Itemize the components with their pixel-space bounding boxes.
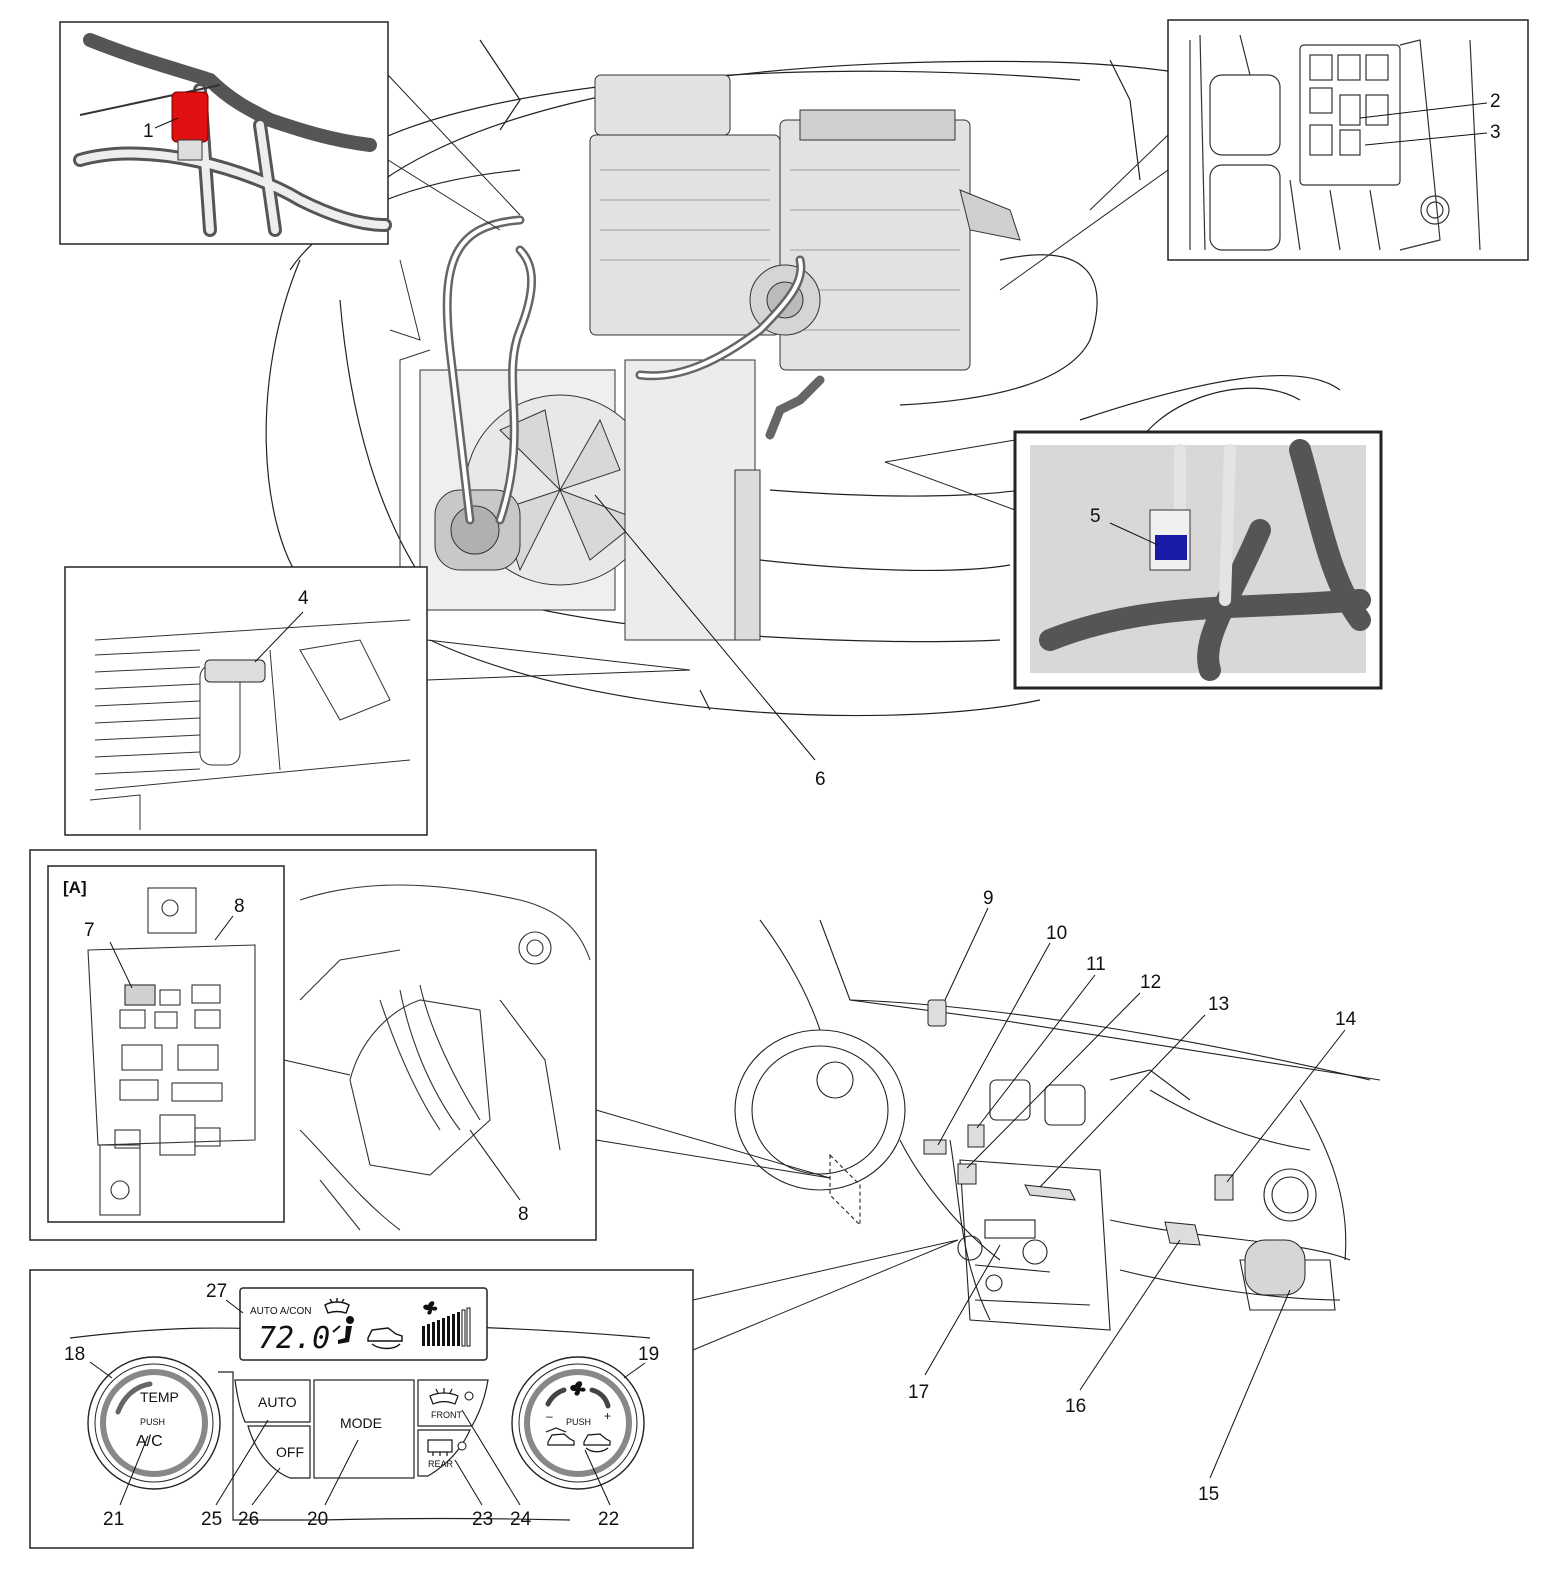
leader-inset-3-a [884,461,1016,511]
leader-control-panel-b [692,1239,959,1351]
off-button-label: OFF [276,1444,304,1460]
callout-16: 16 [1065,1396,1086,1417]
panel-a-label: [A] [63,878,87,897]
recirc-air-icon [583,1433,611,1453]
leader-inset-2-a [1089,134,1169,211]
inset-evaporator-temp-sensor: 5 [1013,430,1383,690]
callout-14: 14 [1335,1009,1357,1030]
fan-knob-plus: + [604,1409,611,1423]
auto-button[interactable]: AUTO [234,1379,311,1423]
callout-18: 18 [64,1344,85,1365]
occupant-airflow-icon [332,1316,354,1344]
fan-icon [570,1381,586,1396]
callout-11: 11 [1086,954,1106,975]
temp-ac-knob[interactable]: TEMP PUSH A/C [87,1356,221,1490]
callout-13: 13 [1208,994,1229,1015]
leader-inset-2-b [999,169,1169,291]
rear-defrost-button[interactable]: REAR [417,1429,471,1477]
under-dash-harness-drawing [299,884,591,1231]
ac-knob-label: A/C [136,1433,163,1450]
leader-inset-4-b [426,669,691,681]
hvac-control-panel-section: AUTO A/CON 72.0 [29,1269,694,1549]
callout-4: 4 [298,588,309,609]
callout-7: 7 [84,920,95,941]
callout-9: 9 [983,888,994,909]
evaporator-sensor-highlight [1155,535,1187,560]
auto-button-label: AUTO [258,1394,297,1410]
leader-6 [594,494,816,761]
fan-speed-icon [422,1301,471,1347]
callout-23: 23 [472,1509,493,1530]
recirculation-icon [367,1327,403,1350]
callout-26: 26 [238,1509,259,1530]
junction-block-section: [A] 7 8 [29,849,597,1241]
inset-relay-box: 2 3 [1167,19,1529,261]
vehicle-outline [265,39,1501,717]
leader-inset-3-b [884,439,1016,463]
leader-inset-1-b [387,159,501,231]
callout-2: 2 [1490,91,1501,112]
rear-defrost-icon [427,1439,453,1456]
callout-24: 24 [510,1509,532,1530]
dual-pressure-switch-highlight [171,91,209,143]
callout-1: 1 [143,121,154,142]
callout-27: 27 [206,1281,227,1302]
leader-inset-4-a [426,639,691,671]
off-button[interactable]: OFF [247,1425,311,1479]
fresh-air-icon [545,1427,575,1446]
defrost-icon [324,1298,350,1314]
rear-defrost-label: REAR [428,1459,454,1469]
leader-inset-1-a [387,74,521,216]
callout-8-top: 8 [234,896,245,917]
callout-12: 12 [1140,972,1161,993]
refrigerant-pipes-highlight [445,218,803,522]
front-defrost-icon [429,1388,459,1405]
callout-15: 15 [1198,1484,1219,1505]
lcd-display: AUTO A/CON 72.0 [239,1287,488,1361]
callout-17: 17 [908,1382,929,1403]
lcd-mode-text: AUTO A/CON [250,1306,312,1317]
fan-knob[interactable]: – + PUSH [511,1356,645,1490]
callout-22: 22 [598,1509,619,1530]
callout-8-bottom: 8 [518,1204,529,1225]
inset-dual-pressure-switch: 1 [59,21,392,245]
leader-junction-a [595,1109,831,1179]
callout-19: 19 [638,1344,659,1365]
leader-junction-b [595,1139,831,1179]
hvac-unit [589,74,1021,371]
front-defrost-label: FRONT [431,1410,462,1420]
callout-5: 5 [1090,506,1101,527]
temp-knob-label: TEMP [140,1389,179,1405]
fan-knob-minus: – [546,1409,553,1423]
callout-25: 25 [201,1509,222,1530]
instrument-panel-parts [923,999,1306,1296]
leader-control-panel-a [692,1239,959,1301]
callout-10: 10 [1046,923,1067,944]
inset-ambient-temp-sensor: 4 [64,566,428,836]
callout-6: 6 [815,769,826,790]
panel-a [47,865,285,1223]
control-panel-leaders [89,1361,646,1506]
instrument-panel-drawing [734,919,1381,1331]
fan-knob-push-label: PUSH [566,1417,591,1427]
mode-button[interactable]: MODE [313,1379,415,1479]
instrument-panel-callouts [924,907,1346,1479]
radiator-bracket [399,349,431,600]
mode-button-label: MODE [340,1415,382,1431]
heater-case [779,119,971,371]
callout-21: 21 [103,1509,124,1530]
temp-knob-push-label: PUSH [140,1417,165,1427]
lcd-temperature: 72.0 [258,1321,330,1356]
callout-3: 3 [1490,122,1501,143]
callout-20: 20 [307,1509,328,1530]
sunload-sensor [927,999,947,1027]
air-duct-top [594,74,731,136]
condenser [624,359,756,641]
